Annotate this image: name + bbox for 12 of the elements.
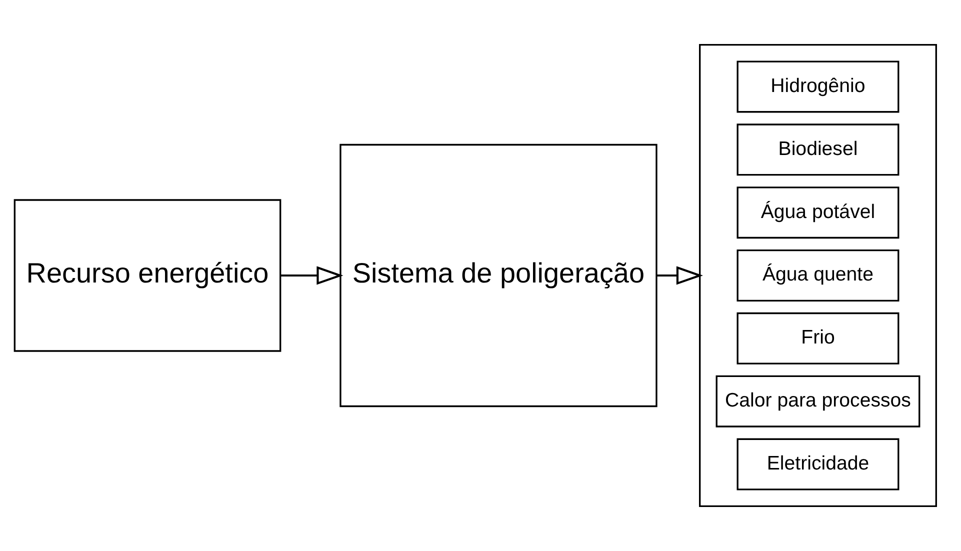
arrow: [656, 266, 702, 285]
node-box: Sistema de poligeração: [339, 144, 657, 408]
cluster: [698, 44, 936, 508]
node-box: Água quente: [736, 250, 899, 302]
node-box: Eletricidade: [736, 438, 899, 490]
node-box: Frio: [736, 312, 899, 364]
node-box: Água potável: [736, 186, 899, 239]
node-box: Hidrogênio: [736, 60, 899, 113]
node-box: Recurso energético: [13, 199, 281, 352]
node-box: Calor para processos: [715, 375, 920, 428]
arrow: [280, 266, 343, 285]
node-box: Biodiesel: [736, 124, 899, 176]
